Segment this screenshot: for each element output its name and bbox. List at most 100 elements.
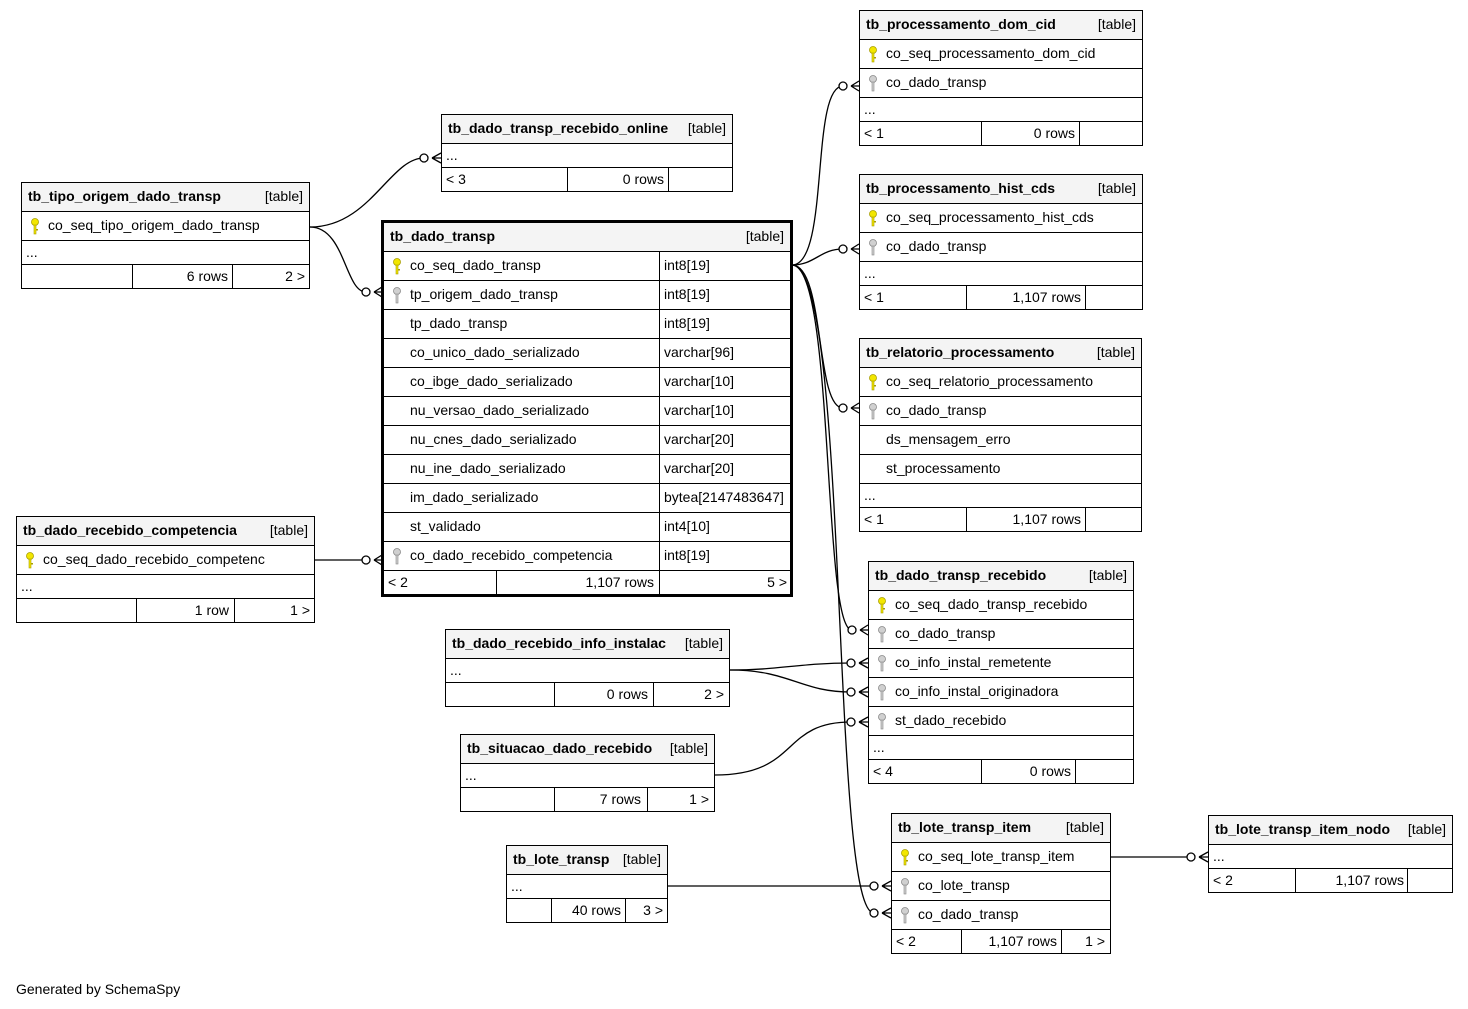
column-row: co_seq_processamento_dom_cid [860,40,1142,69]
children-count: 3 > [643,902,663,918]
edge-dado-transp-to-relatorio-processamento [791,264,844,409]
foreign-key-icon [901,878,909,895]
table-dado-recebido-competencia[interactable]: tb_dado_recebido_competencia [table] co_… [16,516,315,623]
stats-row: < 1 1,107 rows [860,508,1141,531]
column-row: co_seq_lote_transp_item [892,843,1110,872]
table-name: tb_dado_transp_recebido_online [448,120,669,136]
row-count: 0 rows [606,686,648,702]
foreign-key-icon [901,907,909,924]
primary-key-icon [869,46,877,63]
column-row: co_unico_dado_serializado varchar[96] [384,339,790,368]
table-name: tb_dado_transp [390,228,496,244]
column-row: st_validado int4[10] [384,513,790,542]
table-processamento-dom-cid[interactable]: tb_processamento_dom_cid [table] co_seq_… [859,10,1143,146]
foreign-key-icon [878,684,886,701]
stats-row: 1 row 1 > [17,599,314,622]
table-type: [table] [1096,344,1135,360]
table-header: tb_tipo_origem_dado_transp [table] [22,183,309,212]
edge-tipo-origem-to-dado-transp-recebido-online [309,157,425,228]
table-type: [table] [622,851,661,867]
foreign-key-icon [869,403,877,420]
table-header: tb_dado_recebido_info_instalac [table] [446,630,729,659]
table-header: tb_dado_transp_recebido_online [table] [442,115,732,144]
foreign-key-icon [393,548,401,565]
table-header: tb_lote_transp [table] [507,846,667,875]
ellipsis: ... [864,265,876,281]
column-name: nu_ine_dado_serializado [410,460,566,476]
children-count: 1 > [1085,933,1105,949]
more-columns-row: ... [860,262,1142,286]
primary-key-icon [393,258,401,275]
column-row: co_seq_dado_transp_recebido [869,591,1133,620]
table-type: [table] [1407,821,1446,837]
foreign-key-icon [878,713,886,730]
edge-tipo-origem-to-dado-transp [309,226,367,293]
more-columns-row: ... [869,736,1133,760]
table-type: [table] [684,635,723,651]
table-dado-transp-recebido[interactable]: tb_dado_transp_recebido [table] co_seq_d… [868,561,1134,784]
primary-key-icon [878,597,886,614]
edge-dado-transp-to-processamento-hist-cds [791,248,844,266]
table-type: [table] [1088,567,1127,583]
table-header: tb_lote_transp_item [table] [892,814,1110,843]
table-type: [table] [1097,180,1136,196]
column-row: tp_origem_dado_transp int8[19] [384,281,790,310]
table-header: tb_lote_transp_item_nodo [table] [1209,816,1452,845]
column-type: int8[19] [664,315,710,331]
parents-count: < 1 [864,125,884,141]
table-dado-recebido-info-instalac[interactable]: tb_dado_recebido_info_instalac [table] .… [445,629,730,707]
stats-row: < 2 1,107 rows 5 > [384,571,790,594]
table-type: [table] [669,740,708,756]
row-count: 1,107 rows [988,933,1057,949]
table-dado-transp[interactable]: tb_dado_transp [table] co_seq_dado_trans… [381,220,793,597]
column-name: co_info_instal_originadora [895,683,1059,699]
column-name: st_processamento [886,460,1001,476]
table-type: [table] [687,120,726,136]
foreign-key-icon [878,626,886,643]
foreign-key-icon [393,287,401,304]
ellipsis: ... [26,244,38,260]
column-name: co_dado_transp [895,625,996,641]
column-name: st_validado [410,518,481,534]
stats-row: < 3 0 rows [442,168,732,191]
column-row: co_dado_transp [860,69,1142,98]
edge-situacao-to-st-dado-recebido [714,721,852,776]
column-row: st_processamento [860,455,1141,484]
column-type: varchar[10] [664,402,735,418]
table-lote-transp[interactable]: tb_lote_transp [table] ... 40 rows 3 > [506,845,668,923]
column-name: co_seq_processamento_dom_cid [886,45,1096,61]
column-name: co_dado_transp [886,74,987,90]
row-count: 6 rows [186,268,228,284]
table-lote-transp-item[interactable]: tb_lote_transp_item [table] co_seq_lote_… [891,813,1111,954]
table-header: tb_dado_recebido_competencia [table] [17,517,314,546]
table-name: tb_lote_transp [513,851,610,867]
table-name: tb_dado_transp_recebido [875,567,1047,583]
table-processamento-hist-cds[interactable]: tb_processamento_hist_cds [table] co_seq… [859,174,1143,310]
column-type: varchar[96] [664,344,735,360]
table-dado-transp-recebido-online[interactable]: tb_dado_transp_recebido_online [table] .… [441,114,733,192]
column-type: varchar[10] [664,373,735,389]
children-count: 2 > [285,268,305,284]
generated-by-footer: Generated by SchemaSpy [16,981,181,997]
table-situacao-dado-recebido[interactable]: tb_situacao_dado_recebido [table] ... 7 … [460,734,715,812]
column-row: co_dado_transp [869,620,1133,649]
column-row: nu_cnes_dado_serializado varchar[20] [384,426,790,455]
table-relatorio-processamento[interactable]: tb_relatorio_processamento [table] co_se… [859,338,1142,532]
children-count: 5 > [767,574,787,590]
children-count: 1 > [290,602,310,618]
column-name: co_seq_lote_transp_item [918,848,1075,864]
ellipsis: ... [1213,848,1225,864]
more-columns-row: ... [860,98,1142,122]
table-lote-transp-item-nodo[interactable]: tb_lote_transp_item_nodo [table] ... < 2… [1208,815,1453,893]
children-count: 1 > [689,791,709,807]
stats-row: 7 rows 1 > [461,788,714,811]
table-tipo-origem-dado-transp[interactable]: tb_tipo_origem_dado_transp [table] co_se… [21,182,310,289]
more-columns-row: ... [22,241,309,265]
table-name: tb_lote_transp_item [898,819,1032,835]
primary-key-icon [26,552,34,569]
primary-key-icon [901,849,909,866]
row-count: 1,107 rows [1012,289,1081,305]
ellipsis: ... [873,739,885,755]
stats-row: < 1 1,107 rows [860,286,1142,309]
row-count: 1,107 rows [1012,511,1081,527]
